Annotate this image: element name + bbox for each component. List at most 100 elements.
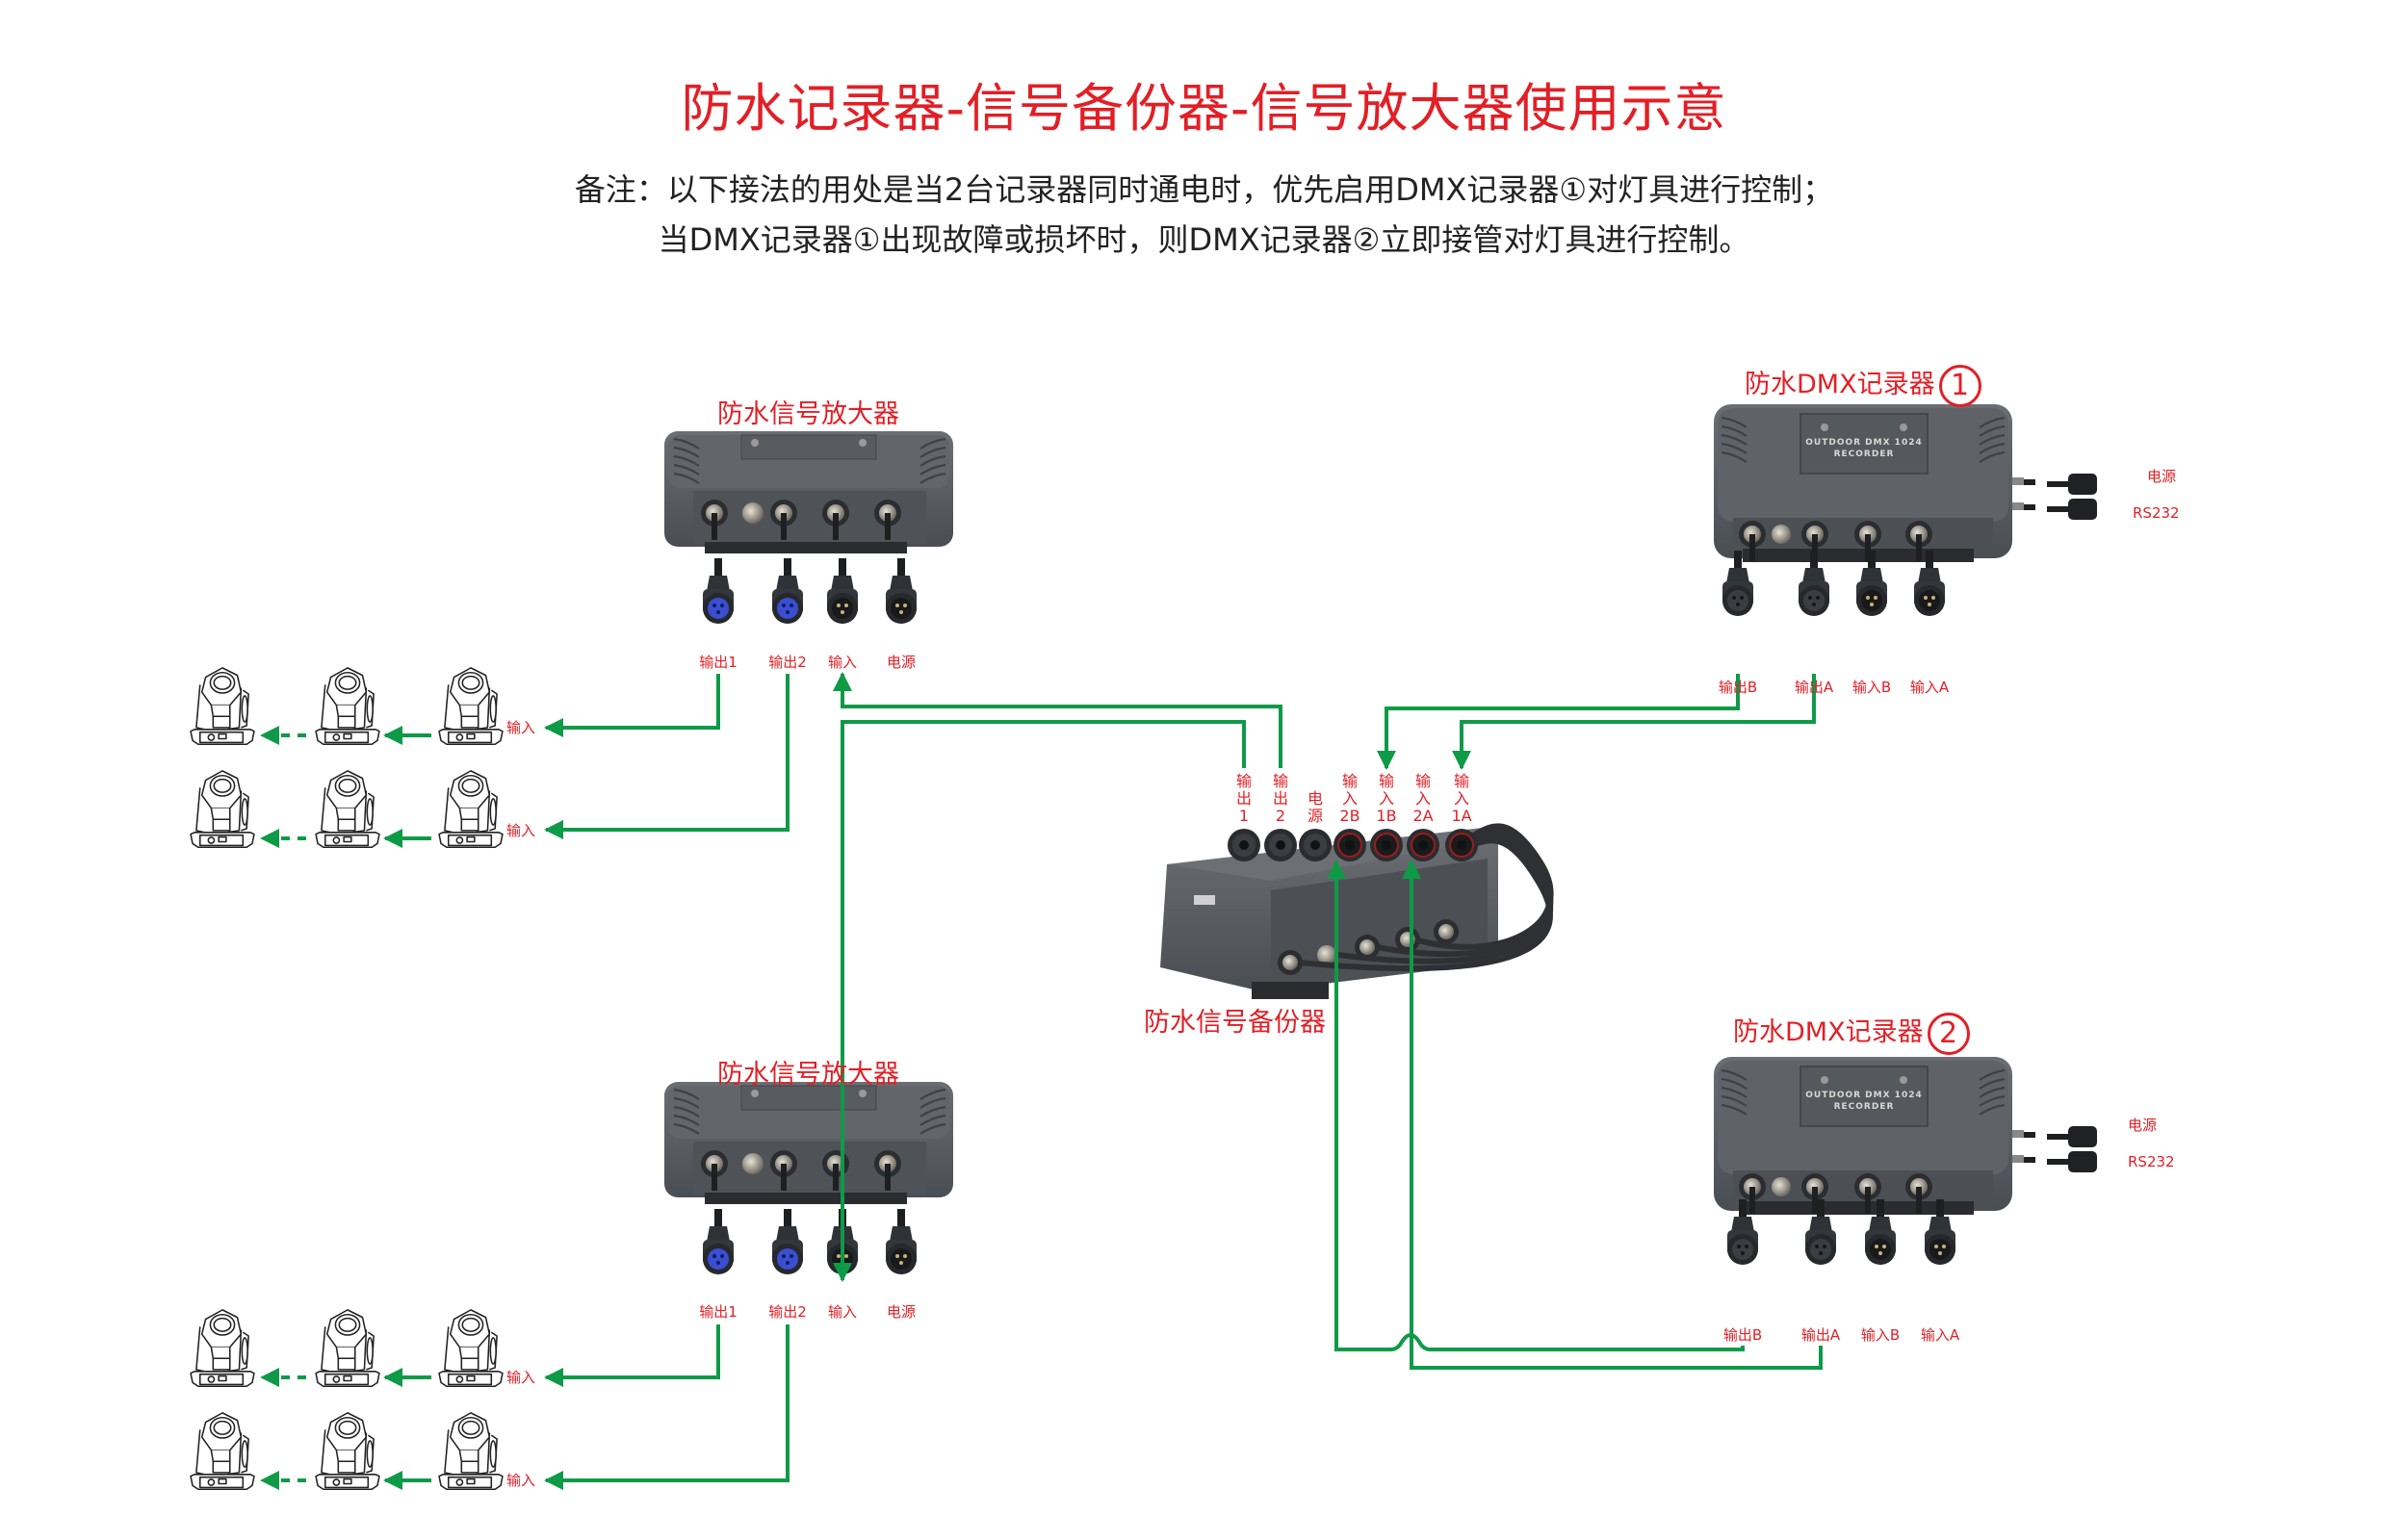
amplifier-top-plug-output2 — [772, 558, 803, 624]
recorder-2-power-cable — [2047, 1134, 2068, 1140]
page-title: 防水记录器-信号备份器-信号放大器使用示意 — [681, 78, 1727, 139]
light-row-4-input-label: 输入 — [505, 1472, 536, 1489]
recorder-2-port-output-b: 输出B — [1722, 1326, 1763, 1344]
note-line-2: 当DMX记录器①出现故障或损坏时，则DMX记录器②立即接管对灯具进行控制。 — [658, 221, 1750, 258]
recorder-1-power-plug — [2068, 474, 2097, 495]
backup-port-label-3-line3: 源 — [1307, 807, 1323, 825]
backup-title: 防水信号备份器 — [1144, 1008, 1326, 1038]
recorder-2-plug-2 — [1805, 1199, 1836, 1265]
amplifier-top-port-input: 输入 — [827, 654, 858, 671]
recorder-2-side-port-rs232: RS232 — [2128, 1153, 2175, 1170]
amplifier-bottom-port-output2: 输出2 — [768, 1303, 807, 1321]
backup-port-label-2-line3: 2 — [1275, 807, 1286, 825]
recorder-1-number-badge: 1 — [1938, 364, 1981, 407]
recorder-2-number-badge: 2 — [1927, 1012, 1970, 1055]
wire-amp-bottom-out1-to-lights-row3 — [544, 1324, 720, 1387]
wire-recorder1-outA-to-backup-in1A — [1452, 674, 1816, 770]
amplifier-bottom-dummy-plug — [742, 1153, 764, 1174]
light-fixture-r2-c3 — [438, 770, 504, 849]
recorder-2-port-input-a: 输入A — [1920, 1326, 1960, 1344]
backup-bracket — [1252, 982, 1329, 999]
light-fixture-r3-c2 — [315, 1309, 380, 1388]
amplifier-top-plug-power — [886, 558, 917, 624]
recorder-1-plate-line2: RECORDER — [1834, 450, 1895, 459]
amplifier-bottom-port-input: 输入 — [827, 1303, 858, 1321]
light-fixture-r1-c3 — [438, 667, 504, 746]
backup-port-label-6-line3: 2A — [1412, 807, 1434, 825]
backup-dummy-plug — [1317, 945, 1336, 964]
backup-port-label-3: 电源 — [1304, 773, 1327, 825]
wire-backup-out1-to-amp-bottom-input — [833, 720, 1246, 1282]
amplifier-bottom-title: 防水信号放大器 — [717, 1060, 899, 1090]
light-row-3-input-label: 输入 — [505, 1369, 536, 1386]
backup-label-sticker — [1194, 895, 1215, 905]
light-fixture-r4-c2 — [315, 1412, 380, 1491]
recorder-1-dummy-plug — [1772, 525, 1791, 544]
light-fixture-r1-c1 — [190, 667, 255, 746]
backup-port-label-4-line1: 输 — [1341, 772, 1358, 790]
light-fixture-r2-c1 — [190, 770, 255, 849]
recorder-1-power-cable — [2047, 481, 2068, 487]
amplifier-bottom-port-output1: 输出1 — [699, 1303, 738, 1321]
backup-port-label-4-line2: 入 — [1341, 789, 1358, 808]
recorder-2-plate-line1: OUTDOOR DMX 1024 — [1805, 1091, 1922, 1100]
recorder-2-plug-3 — [1865, 1199, 1896, 1265]
backup-unit — [1160, 823, 1554, 999]
backup-port-label-6-line2: 入 — [1414, 789, 1431, 808]
recorder-1-port-input-a: 输入A — [1909, 679, 1950, 696]
amplifier-top-port-power: 电源 — [886, 654, 917, 671]
light-fixture-r3-c3 — [438, 1309, 504, 1388]
recorder-2-plate-line2: RECORDER — [1834, 1102, 1895, 1112]
recorder-2-power-plug — [2068, 1126, 2097, 1147]
recorder-1-plate — [1800, 413, 1929, 475]
recorder-1-rs232-plug — [2068, 499, 2097, 520]
recorder-2-port-input-b: 输入B — [1860, 1326, 1901, 1344]
wire-amp-top-out2-to-lights-row2 — [544, 674, 790, 839]
light-row-1-input-label: 输入 — [505, 719, 536, 736]
recorder-1-plug-2 — [1799, 551, 1829, 616]
backup-port-label-1-line1: 输 — [1235, 772, 1252, 790]
wire-recorder2-outA-to-backup-in2A — [1402, 860, 1823, 1370]
recorder-1-bracket — [1743, 549, 1974, 562]
backup-port-label-4-line3: 2B — [1339, 807, 1360, 825]
recorder-2-title-text: 防水DMX记录器 — [1733, 1017, 1924, 1047]
recorder-1-plug-3 — [1856, 551, 1887, 616]
recorder-1-side-port-rs232: RS232 — [2133, 504, 2180, 522]
amplifier-bottom — [664, 1082, 953, 1274]
recorder-1-plug-4 — [1914, 551, 1945, 616]
amplifier-top-port-output1: 输出1 — [699, 654, 738, 671]
light-fixture-r4-c3 — [438, 1412, 504, 1491]
light-fixture-r1-c2 — [315, 667, 380, 746]
recorder-1-port-output-b: 输出B — [1718, 679, 1758, 696]
amplifier-top-plug-output1 — [703, 558, 734, 624]
amplifier-bottom-plug-power — [886, 1209, 917, 1274]
amplifier-bottom-plug-output1 — [703, 1209, 734, 1274]
backup-loop-cable-4 — [1414, 823, 1554, 950]
light-row-2-input-label: 输入 — [505, 822, 536, 839]
note-line-1: 备注：以下接法的用处是当2台记录器同时通电时，优先启用DMX记录器①对灯具进行控… — [574, 171, 1834, 208]
amplifier-top-port-output2: 输出2 — [768, 654, 807, 671]
recorder-2-plug-1 — [1727, 1199, 1758, 1265]
backup-port-label-7-line1: 输 — [1453, 772, 1469, 790]
backup-port-label-5-line1: 输 — [1378, 772, 1394, 790]
backup-port-label-5-line2: 入 — [1378, 789, 1394, 808]
recorder-1-plate-line1: OUTDOOR DMX 1024 — [1805, 438, 1922, 448]
wire-amp-bottom-out2-to-lights-row4 — [544, 1324, 790, 1490]
amplifier-top-dummy-plug — [742, 502, 764, 524]
backup-port-label-2-line2: 出 — [1272, 789, 1288, 808]
recorder-1-side-port-power: 电源 — [2147, 468, 2177, 485]
recorder-2-rs232-plug — [2068, 1151, 2097, 1172]
recorder-1-port-input-b: 输入B — [1851, 679, 1892, 696]
amplifier-bottom-plug-output2 — [772, 1209, 803, 1274]
recorder-2-port-output-a: 输出A — [1800, 1326, 1841, 1344]
amplifier-top-bracket — [705, 542, 907, 553]
recorder-2-plug-4 — [1925, 1199, 1955, 1265]
wire-recorder1-outB-to-backup-in1B — [1377, 674, 1740, 770]
